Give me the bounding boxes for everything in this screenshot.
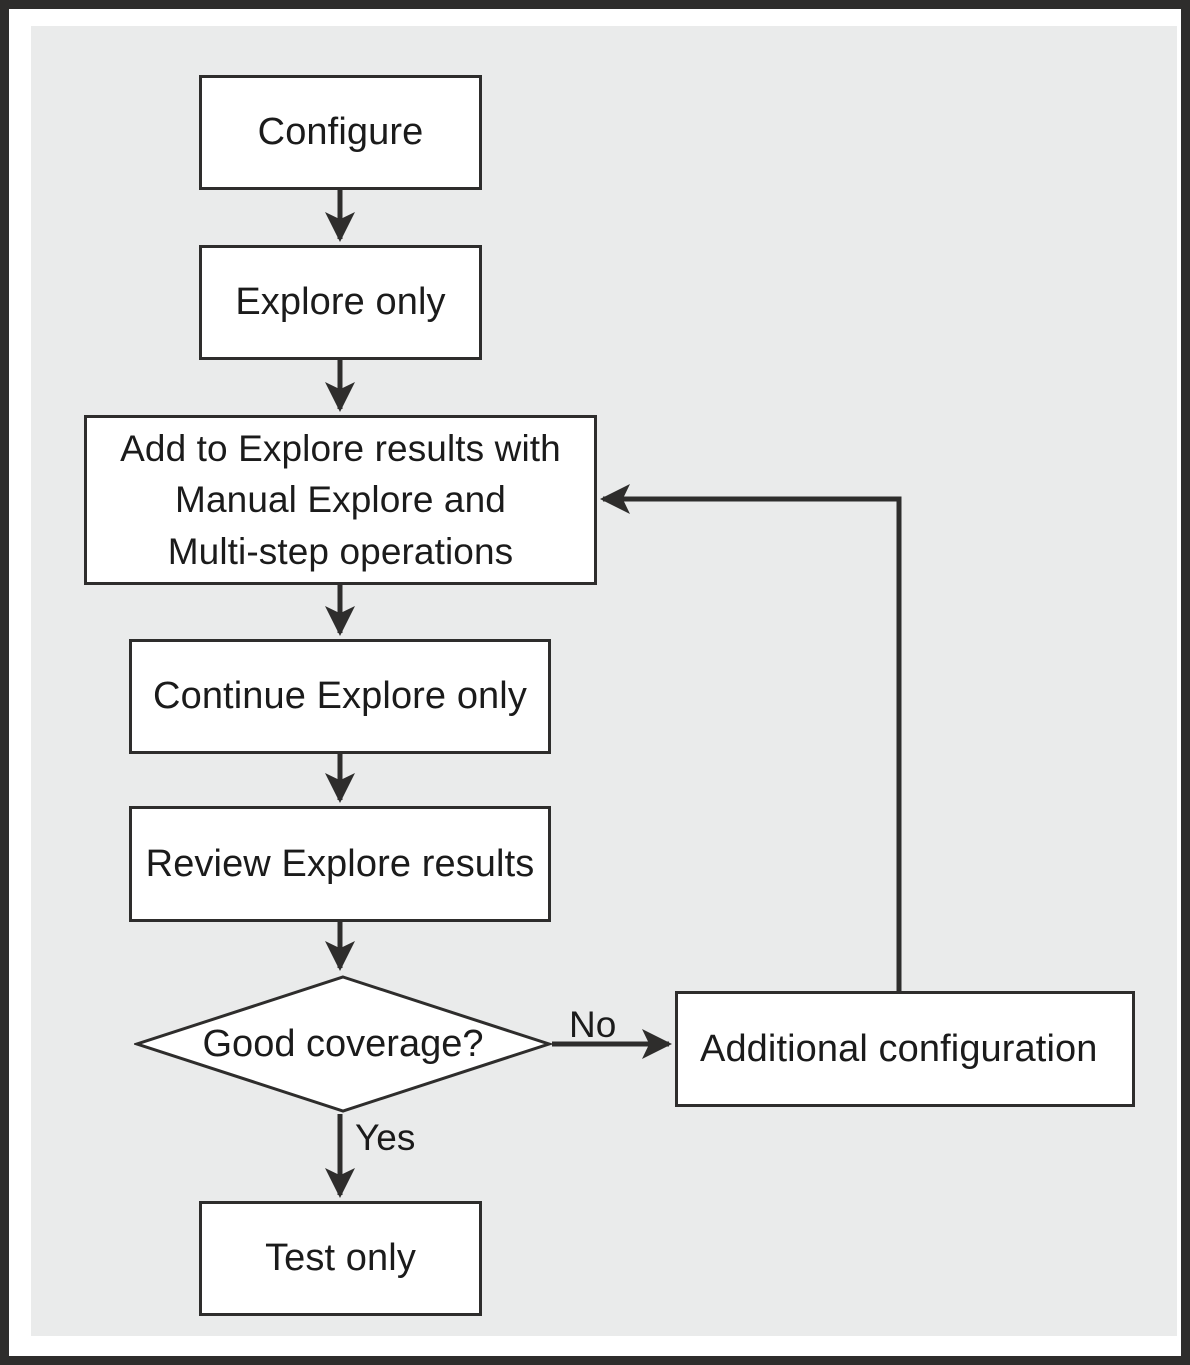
edge-label-no: No <box>569 1004 617 1045</box>
node-configure[interactable]: Configure <box>199 75 482 190</box>
node-explore-only[interactable]: Explore only <box>199 245 482 360</box>
edge-label-yes: Yes <box>355 1117 416 1158</box>
node-continue-explore-only[interactable]: Continue Explore only <box>129 639 551 754</box>
edge-additional-loop-back <box>600 484 902 991</box>
node-review-explore-results[interactable]: Review Explore results <box>129 806 551 922</box>
node-test-only[interactable]: Test only <box>199 1201 482 1316</box>
diamond-shape <box>134 974 552 1114</box>
node-additional-configuration[interactable]: Additional configuration <box>675 991 1135 1107</box>
node-decision-good-coverage[interactable]: Good coverage? <box>134 974 552 1114</box>
flowchart-canvas: Configure Explore only Add to Explore re… <box>31 26 1177 1336</box>
node-add-to-explore-results[interactable]: Add to Explore results with Manual Explo… <box>84 415 597 585</box>
